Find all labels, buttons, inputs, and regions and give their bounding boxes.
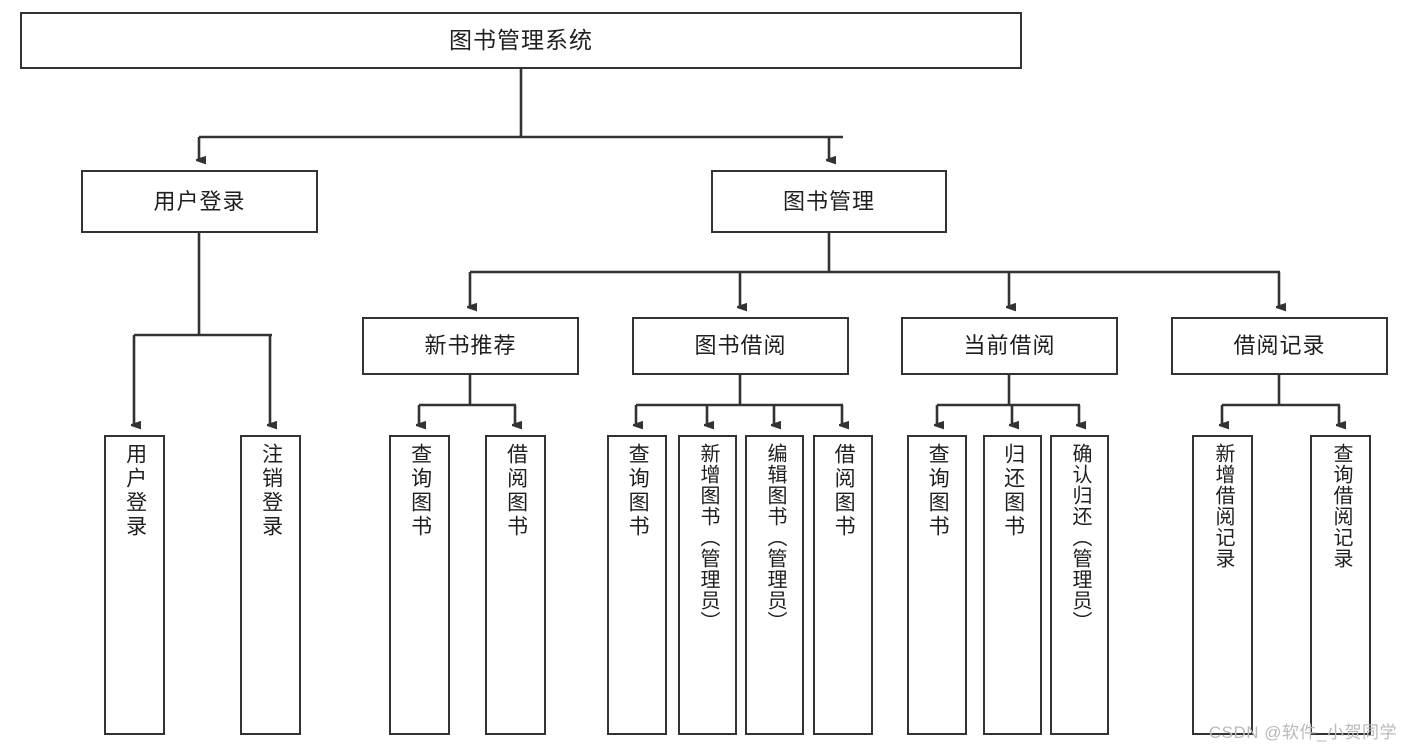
node-leaf-query-book-3-label: 查询图书: [926, 443, 950, 539]
node-leaf-user-login[interactable]: 用户登录: [104, 435, 165, 735]
node-book-manage-label: 图书管理: [782, 188, 875, 214]
node-root[interactable]: 图书管理系统: [20, 12, 1022, 69]
node-leaf-return-book[interactable]: 归还图书: [983, 435, 1042, 735]
node-leaf-confirm-return-admin[interactable]: 确认归还（管理员）: [1050, 435, 1109, 735]
node-user-login[interactable]: 用户登录: [81, 170, 318, 233]
node-leaf-borrow-book-1-label: 借阅图书: [504, 443, 528, 539]
node-leaf-query-book-2[interactable]: 查询图书: [607, 435, 667, 735]
node-root-label: 图书管理系统: [449, 27, 593, 54]
node-borrow-record-label: 借阅记录: [1233, 333, 1326, 359]
node-leaf-logout-login-label: 注销登录: [259, 443, 283, 539]
node-leaf-query-borrow-record[interactable]: 查询借阅记录: [1310, 435, 1371, 735]
node-book-borrow-label: 图书借阅: [694, 333, 787, 359]
node-leaf-logout-login[interactable]: 注销登录: [240, 435, 301, 735]
node-leaf-query-book-3[interactable]: 查询图书: [907, 435, 967, 735]
node-leaf-edit-book-admin-label: 编辑图书（管理员）: [764, 443, 786, 632]
node-leaf-edit-book-admin[interactable]: 编辑图书（管理员）: [745, 435, 804, 735]
node-book-borrow[interactable]: 图书借阅: [632, 317, 849, 375]
node-user-login-label: 用户登录: [153, 188, 246, 214]
node-leaf-add-book-admin[interactable]: 新增图书（管理员）: [678, 435, 737, 735]
node-leaf-add-borrow-record-label: 新增借阅记录: [1212, 443, 1234, 569]
node-leaf-query-book-1-label: 查询图书: [408, 443, 432, 539]
node-new-book-recommend[interactable]: 新书推荐: [362, 317, 579, 375]
node-leaf-query-book-1[interactable]: 查询图书: [389, 435, 450, 735]
node-leaf-add-borrow-record[interactable]: 新增借阅记录: [1192, 435, 1253, 735]
node-leaf-query-borrow-record-label: 查询借阅记录: [1330, 443, 1352, 569]
node-leaf-borrow-book-2[interactable]: 借阅图书: [813, 435, 873, 735]
node-leaf-user-login-label: 用户登录: [123, 443, 147, 539]
node-leaf-borrow-book-1[interactable]: 借阅图书: [485, 435, 546, 735]
node-current-borrow[interactable]: 当前借阅: [901, 317, 1118, 375]
node-book-manage[interactable]: 图书管理: [711, 170, 947, 233]
node-leaf-query-book-2-label: 查询图书: [626, 443, 650, 539]
watermark-text: CSDN @软件_小贺同学: [1208, 723, 1397, 742]
node-current-borrow-label: 当前借阅: [963, 333, 1056, 359]
node-leaf-borrow-book-2-label: 借阅图书: [832, 443, 856, 539]
node-leaf-confirm-return-admin-label: 确认归还（管理员）: [1069, 443, 1091, 632]
node-new-book-recommend-label: 新书推荐: [424, 333, 517, 359]
node-borrow-record[interactable]: 借阅记录: [1171, 317, 1388, 375]
node-leaf-return-book-label: 归还图书: [1001, 443, 1025, 539]
node-leaf-add-book-admin-label: 新增图书（管理员）: [697, 443, 719, 632]
